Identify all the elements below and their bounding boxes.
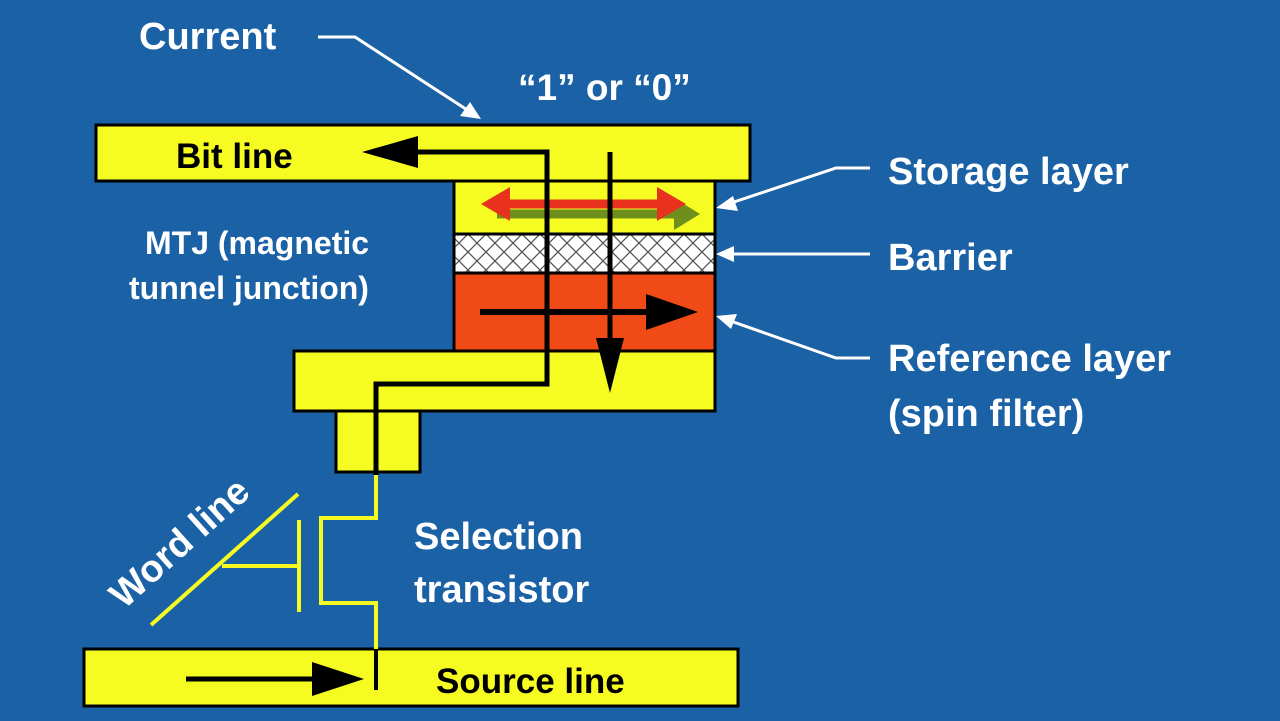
selection-transistor-label-line1: Selection <box>414 516 583 558</box>
leader-arrowheads <box>460 102 738 329</box>
selection-transistor-icon <box>149 475 378 649</box>
source-line-label: Source line <box>436 662 625 701</box>
reference-layer-label-line1: Reference layer <box>888 338 1171 380</box>
word-line-label: Word line <box>102 470 258 617</box>
leader-lines <box>318 35 870 360</box>
current-path-icon <box>362 136 550 475</box>
current-label: Current <box>139 16 277 58</box>
barrier-label: Barrier <box>888 237 1013 279</box>
source-current-arrow-icon <box>186 662 364 696</box>
state-label: “1” or “0” <box>518 67 691 108</box>
selection-transistor-label-line2: transistor <box>414 569 589 611</box>
storage-magnetization-icon <box>481 187 700 230</box>
source-line-bar <box>82 647 740 708</box>
storage-layer-label: Storage layer <box>888 151 1129 193</box>
barrier-layer <box>452 232 717 275</box>
mtj-label-line1: MTJ (magnetic <box>145 225 369 261</box>
reference-magnetization-icon <box>480 294 698 330</box>
bit-line-label: Bit line <box>176 137 293 176</box>
mtj-label-line2: tunnel junction) <box>129 270 369 306</box>
read-path-arrow-icon <box>596 152 624 393</box>
bottom-electrode <box>292 349 717 413</box>
reference-layer-label-line2: (spin filter) <box>888 393 1084 435</box>
